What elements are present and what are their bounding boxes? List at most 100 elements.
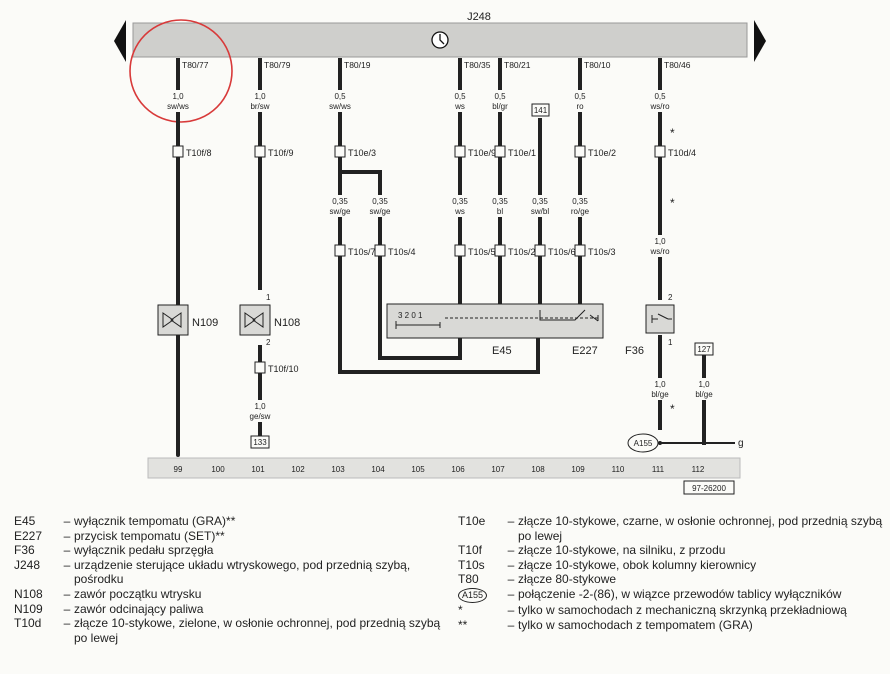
svg-text:T10s/4: T10s/4: [388, 247, 416, 257]
clock-icon: [431, 31, 449, 49]
ref-label: 127: [697, 345, 711, 354]
terminal-number: 112: [692, 465, 705, 474]
legend-code: J248: [14, 557, 41, 572]
connector-marker: T10s/6: [534, 244, 576, 257]
wire-color: sw/ge: [370, 207, 391, 216]
drawing-number: 97-26200: [692, 484, 726, 493]
wire-color: sw/ws: [167, 102, 189, 111]
terminal-number: 110: [612, 465, 625, 474]
ref-label: 133: [253, 438, 267, 447]
pin-label: T80/19: [344, 60, 371, 70]
legend-dash: –: [63, 543, 71, 558]
legend-description: złącze 10-stykowe, na silniku, z przodu: [518, 543, 726, 558]
wire-color: bl/ge: [695, 390, 713, 399]
connector-marker: T10s/4: [374, 244, 416, 257]
pin-label: T80/77: [182, 60, 209, 70]
svg-text:T10s/2: T10s/2: [508, 247, 536, 257]
highlight-circle: [129, 19, 233, 123]
legend-dash: –: [507, 586, 515, 601]
svg-text:T10e/3: T10e/3: [348, 148, 376, 158]
legend-row: E45–wyłącznik tempomatu (GRA)**: [14, 514, 444, 529]
right-arrow-icon[interactable]: [754, 20, 766, 62]
legend-description: złącze 10-stykowe, czarne, w osłonie och…: [518, 514, 883, 543]
legend-description: połączenie -2-(86), w wiązce przewodów t…: [518, 586, 842, 601]
svg-text:T10f/8: T10f/8: [186, 148, 212, 158]
legend-description: złącze 10-stykowe, obok kolumny kierowni…: [518, 557, 757, 572]
wire-gauge: 0,35: [332, 197, 348, 206]
legend-description: zawór odcinający paliwa: [74, 601, 204, 616]
legend-row: A155–połączenie -2-(86), w wiązce przewo…: [458, 587, 883, 603]
connector-marker: T10e/9: [454, 145, 496, 158]
wire-gauge: 0,35: [492, 197, 508, 206]
wire-color: ge/sw: [250, 412, 271, 421]
legend-dash: –: [507, 543, 515, 558]
legend-dash: –: [63, 557, 71, 572]
svg-text:T10s/5: T10s/5: [468, 247, 496, 257]
wire-color: ws/ro: [649, 102, 670, 111]
terminal-number: 103: [331, 465, 345, 474]
legend-code: N109: [14, 601, 43, 616]
svg-text:T10s/7: T10s/7: [348, 247, 376, 257]
wire-gauge: 0,5: [334, 92, 346, 101]
switch-f36: F36 2 1: [625, 293, 675, 357]
legend-row: J248 –urządzenie sterujące układu wtrysko…: [14, 558, 444, 587]
star-mark: *: [670, 402, 675, 416]
component-label: E45: [492, 345, 512, 357]
legend-dash: –: [63, 616, 71, 631]
legend-code: T10f: [458, 543, 483, 558]
legend-description: przycisk tempomatu (SET)**: [74, 528, 225, 543]
ref-label: 141: [534, 106, 548, 115]
wire-color: bl: [497, 207, 503, 216]
legend-code: N108: [14, 586, 43, 601]
legend-row: T10e–złącze 10-stykowe, czarne, w osłoni…: [458, 514, 883, 543]
legend-row: F36–wyłącznik pedału sprzęgła: [14, 543, 444, 558]
legend-dash: –: [507, 514, 515, 528]
connector-marker: T10f/9: [254, 145, 294, 158]
ground-label: g: [738, 438, 744, 449]
wiring-diagram: J248 T80/77 T80/79 T80/19 T80/35 T80/21 …: [114, 11, 766, 495]
terminal-number: 104: [371, 465, 385, 474]
left-arrow-icon[interactable]: [114, 20, 126, 62]
wire-gauge: 0,35: [452, 197, 468, 206]
connector-marker: T10f/10: [254, 361, 299, 374]
terminal-bar: [147, 457, 741, 479]
legend-left: E45–wyłącznik tempomatu (GRA)**E227–przy…: [14, 514, 444, 645]
wire-103-loop-a: [338, 255, 540, 374]
valve-n108: N108 1 2: [239, 293, 300, 347]
component-label: F36: [625, 345, 644, 357]
legend-code: F36: [14, 543, 35, 558]
terminal-number: 109: [571, 465, 585, 474]
pin-label: T80/79: [264, 60, 291, 70]
svg-text:T10s/3: T10s/3: [588, 247, 616, 257]
legend-dash: –: [63, 514, 71, 528]
wire-color: bl/gr: [492, 102, 508, 111]
connector-marker: T10s/3: [574, 244, 616, 257]
wire-color: sw/ws: [329, 102, 351, 111]
legend-description: zawór początku wtrysku: [74, 586, 202, 601]
wire-gauge: 1,0: [254, 92, 266, 101]
control-unit-title: J248: [467, 11, 491, 23]
legend-dash: –: [507, 602, 515, 617]
ref-box-141: [531, 103, 550, 117]
connector-marker: T10e/1: [494, 145, 536, 158]
legend-description: złącze 10-stykowe, zielone, w osłonie oc…: [74, 616, 441, 645]
wire-gauge: 0,5: [454, 92, 466, 101]
connector-marker: T10f/8: [172, 145, 212, 158]
wire-gauge: 0,35: [372, 197, 388, 206]
star-mark: *: [670, 126, 675, 140]
legend-right: T10e–złącze 10-stykowe, czarne, w osłoni…: [458, 514, 883, 632]
star-mark: *: [670, 196, 675, 210]
terminal-number: 105: [411, 465, 425, 474]
wire-color: bl/ge: [651, 390, 669, 399]
legend-row: N109 –zawór odcinający paliwa: [14, 602, 444, 617]
svg-text:T10e/9: T10e/9: [468, 148, 496, 158]
legend-description: urządzenie sterujące układu wtryskowego,…: [74, 557, 411, 587]
legend-dash: –: [507, 557, 515, 572]
legend-description: wyłącznik tempomatu (GRA)**: [74, 514, 236, 528]
terminal-number: 102: [291, 465, 305, 474]
wire-color: sw/bl: [531, 207, 549, 216]
ref-box-127: [694, 342, 714, 356]
wire-gauge: 1,0: [172, 92, 184, 101]
legend-dash: –: [63, 601, 71, 616]
connector-marker: T10e/2: [574, 145, 616, 158]
